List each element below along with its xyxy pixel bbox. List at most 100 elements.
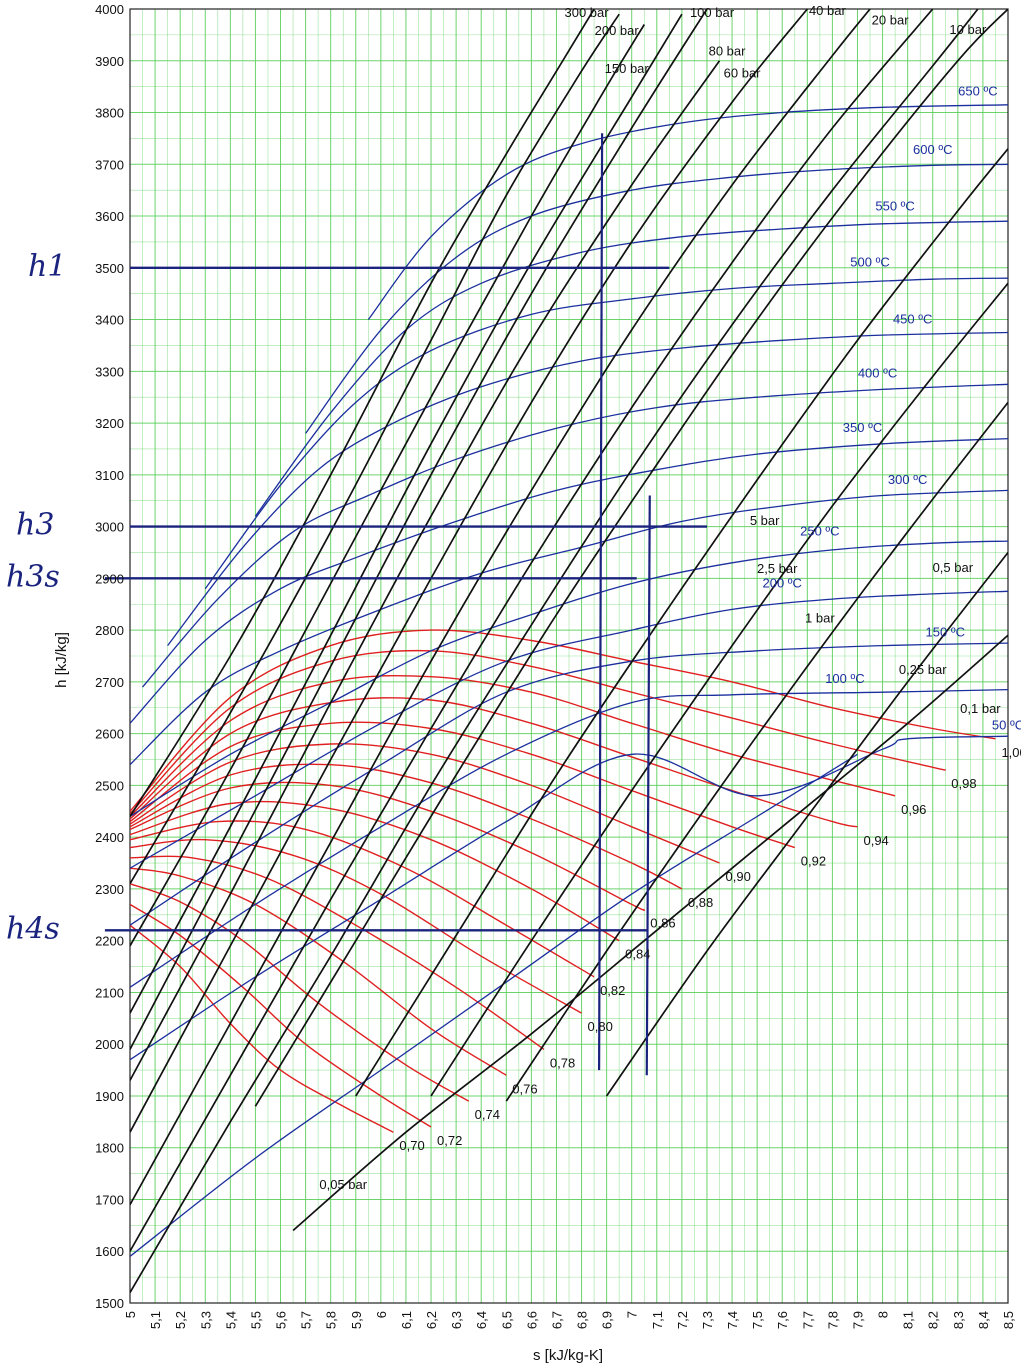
isobar-curve	[130, 9, 595, 817]
isotherm-label: 600 ºC	[913, 142, 952, 157]
annotation-label-h1: h1	[28, 249, 66, 284]
y-tick-label: 2300	[95, 882, 124, 897]
isotherm-curve	[204, 277, 1008, 590]
y-tick-label: 2600	[95, 727, 124, 742]
isotherm-label: 350 ºC	[843, 420, 882, 435]
quality-label: 0,80	[588, 1019, 613, 1034]
isobar-curve	[605, 551, 1008, 1097]
x-tick-label: 7,1	[650, 1311, 665, 1329]
quality-label: 0,72	[437, 1133, 462, 1148]
x-tick-label: 7,9	[850, 1311, 865, 1329]
y-tick-label: 2100	[95, 985, 124, 1000]
isotherm-curve	[130, 688, 1008, 988]
quality-label: 1,00	[1001, 745, 1021, 760]
quality-curve	[130, 800, 620, 942]
y-tick-label: 1500	[95, 1296, 124, 1311]
quality-label: 0,88	[688, 895, 713, 910]
x-tick-label: 6,8	[575, 1311, 590, 1329]
x-tick-label: 7,7	[800, 1311, 815, 1329]
x-tick-label: 7,6	[775, 1311, 790, 1329]
isobar-curve	[130, 13, 620, 885]
quality-curve	[130, 838, 582, 1014]
isobar-label: 0,5 bar	[933, 560, 974, 575]
isobar-label: 1 bar	[805, 610, 835, 625]
isobar-label: 40 bar	[809, 3, 847, 18]
isobar-curve	[130, 9, 979, 1294]
isotherm-curve	[167, 331, 1008, 646]
x-tick-label: 6,1	[399, 1311, 414, 1329]
quality-lines	[130, 629, 996, 1133]
x-tick-label: 8,1	[901, 1311, 916, 1329]
isotherm-lines	[130, 104, 1008, 1257]
isotherm-label: 450 ºC	[893, 311, 932, 326]
x-tick-label: 6,9	[600, 1311, 615, 1329]
x-tick-label: 8,2	[926, 1311, 941, 1329]
quality-curve	[130, 883, 470, 1102]
y-tick-label: 1600	[95, 1244, 124, 1259]
quality-label: 0,96	[901, 802, 926, 817]
isotherm-curve	[367, 104, 1008, 320]
isobar-label: 60 bar	[724, 65, 762, 80]
isobar-label: 5 bar	[750, 513, 780, 528]
isotherm-curve	[130, 540, 1008, 818]
y-tick-label: 3700	[95, 157, 124, 172]
isobar-label: 80 bar	[709, 44, 747, 59]
isotherm-curve	[130, 753, 858, 1257]
x-tick-label: 8,5	[1001, 1311, 1016, 1329]
quality-curve	[130, 649, 947, 815]
isotherm-label: 250 ºC	[800, 524, 839, 539]
quality-label: 0,92	[801, 854, 826, 869]
annotation-label-h3s: h3s	[6, 559, 60, 594]
y-tick-label: 3900	[95, 54, 124, 69]
x-tick-label: 7,5	[750, 1311, 765, 1329]
isotherm-curve	[130, 590, 1008, 869]
isotherm-label: 550 ºC	[875, 198, 914, 213]
quality-label: 0,74	[475, 1107, 500, 1122]
isobar-curve	[130, 24, 646, 947]
isotherm-label: 100 ºC	[825, 671, 864, 686]
isotherm-label: 200 ºC	[763, 575, 802, 590]
quality-curve	[130, 763, 683, 890]
y-tick-label: 3400	[95, 313, 124, 328]
isobar-label: 150 bar	[605, 61, 650, 76]
x-tick-label: 6,3	[449, 1311, 464, 1329]
isobar-lines	[130, 9, 1008, 1294]
y-tick-label: 3600	[95, 209, 124, 224]
isobar-curve	[130, 9, 934, 1252]
quality-label: 0,76	[512, 1081, 537, 1096]
isobar-curve	[130, 60, 721, 1081]
x-axis-label: s [kJ/kg-K]	[533, 1347, 603, 1364]
isobar-curve	[430, 282, 1008, 1097]
curve-labels: 1,000,980,960,940,920,900,880,860,840,82…	[319, 3, 1021, 1192]
y-tick-label: 2500	[95, 778, 124, 793]
y-tick-label: 2000	[95, 1037, 124, 1052]
y-tick-label: 1800	[95, 1141, 124, 1156]
isotherm-curve	[130, 735, 1008, 1061]
x-tick-label: 7	[625, 1311, 640, 1318]
x-tick-label: 8,3	[951, 1311, 966, 1329]
y-tick-label: 4000	[95, 2, 124, 17]
y-axis-label: h [kJ/kg]	[53, 632, 70, 688]
y-tick-label: 2800	[95, 623, 124, 638]
isobar-curve	[130, 9, 871, 1206]
isobar-label: 20 bar	[872, 13, 910, 28]
x-tick-label: 6,5	[499, 1311, 514, 1329]
x-tick-label: 7,4	[725, 1311, 740, 1329]
y-tick-label: 3800	[95, 106, 124, 121]
isobar-curve	[355, 148, 1008, 1097]
x-tick-label: 5,2	[173, 1311, 188, 1329]
x-tick-label: 5,4	[223, 1311, 238, 1329]
x-tick-label: 8	[876, 1311, 891, 1318]
quality-curve	[130, 903, 432, 1128]
quality-label: 0,90	[726, 869, 751, 884]
annotation-vertical-0	[598, 133, 604, 1071]
x-tick-label: 5,1	[148, 1311, 163, 1329]
isotherm-label: 300 ºC	[888, 472, 927, 487]
y-tick-label: 2700	[95, 675, 124, 690]
y-tick-label: 1700	[95, 1192, 124, 1207]
x-tick-label: 6,2	[424, 1311, 439, 1329]
isobar-curve	[292, 634, 1008, 1232]
isotherm-label: 50 ºC	[992, 718, 1021, 733]
quality-curve	[130, 820, 595, 978]
